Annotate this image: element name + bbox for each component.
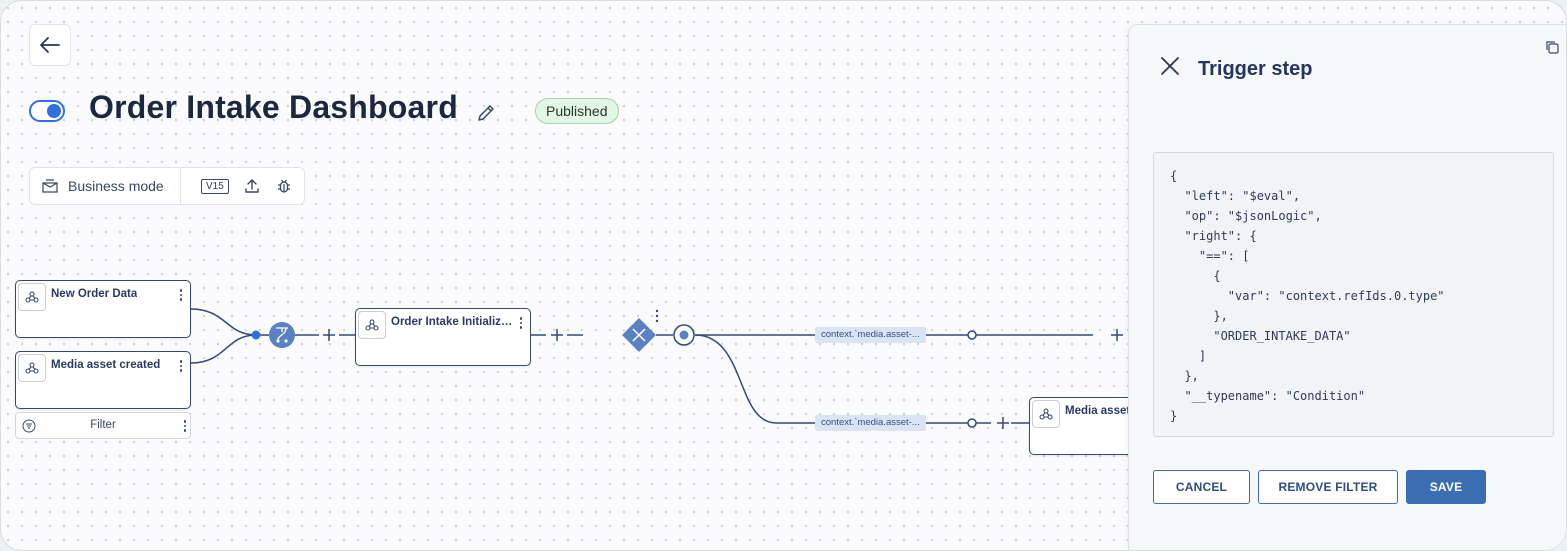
add-step-icons [323,329,1123,429]
node-menu-icon[interactable] [178,360,184,374]
cancel-button[interactable]: CANCEL [1153,470,1250,504]
webhook-icon [358,311,386,339]
save-button[interactable]: SAVE [1406,470,1486,504]
trigger-node-media-asset-created[interactable]: Media asset created [15,351,191,409]
close-icon[interactable] [1159,55,1181,77]
step-node-order-intake[interactable]: Order Intake Initializa... [355,308,531,366]
page-title: Order Intake Dashboard [89,89,458,125]
condition-label[interactable]: context.`media.asset-... [815,327,926,343]
node-label: Media asset created [51,359,161,371]
upload-icon[interactable] [243,177,261,195]
trigger-step-panel: Trigger step { "left": "$eval", "op": "$… [1128,24,1566,550]
workflow-active-toggle[interactable] [29,100,65,122]
copy-icon[interactable] [1544,39,1560,55]
condition-label[interactable]: context.`media.asset-... [815,415,926,431]
business-mode-label: Business mode [68,178,164,194]
condition-json-editor[interactable]: { "left": "$eval", "op": "$jsonLogic", "… [1153,152,1554,437]
filter-menu-icon[interactable] [183,420,186,432]
toggle-knob [47,104,61,118]
panel-title: Trigger step [1198,58,1313,80]
version-badge[interactable]: V15 [201,178,229,194]
node-label: New Order Data [51,288,138,300]
webhook-icon [18,354,46,382]
webhook-icon [1032,400,1060,428]
arrow-left-icon [40,37,60,53]
node-label: Media asset [1065,405,1131,417]
pencil-icon[interactable] [475,102,497,124]
filter-icon [22,419,36,433]
node-filter-bar[interactable]: Filter [15,412,191,439]
webhook-icon [18,283,46,311]
node-menu-icon[interactable] [518,317,524,331]
bug-icon[interactable] [275,177,293,195]
business-mode-icon [42,179,58,193]
step-node-media-asset[interactable]: Media asset [1029,397,1139,455]
business-mode-button[interactable]: Business mode [30,168,181,204]
filter-label: Filter [90,419,116,431]
back-button[interactable] [29,24,71,66]
status-badge: Published [535,98,619,124]
node-label: Order Intake Initializa... [391,316,513,328]
node-menu-icon[interactable] [178,289,184,303]
remove-filter-button[interactable]: REMOVE FILTER [1258,470,1398,504]
trigger-node-new-order-data[interactable]: New Order Data [15,280,191,338]
canvas-toolbar: Business mode V15 [29,167,305,205]
